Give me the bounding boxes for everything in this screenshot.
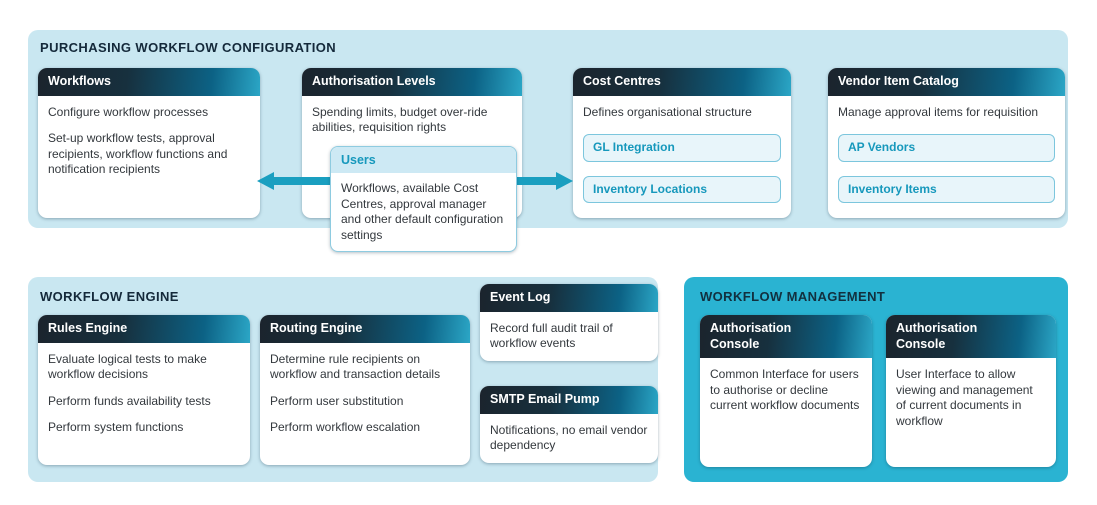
rules-engine-text-3: Perform system functions <box>48 420 184 435</box>
left-arrow-icon <box>257 172 274 190</box>
authorisation-console-1-title: Authorisation Console <box>710 321 792 351</box>
event-log-card-header: Event Log <box>480 284 658 312</box>
users-card-title: Users <box>341 153 376 167</box>
authorisation-console-2-header: Authorisation Console <box>886 315 1056 359</box>
users-text-1: Workflows, available Cost Centres, appro… <box>341 181 504 242</box>
rules-engine-text-1: Evaluate logical tests to make workflow … <box>48 351 207 382</box>
authorisation-console-2-title: Authorisation Console <box>896 321 978 351</box>
authorisation-levels-text-1: Spending limits, budget over-ride abilit… <box>312 104 488 135</box>
authorisation-levels-card: Authorisation Levels Spending limits, bu… <box>302 68 522 218</box>
workflow-management-title: WORKFLOW MANAGEMENT <box>700 289 886 304</box>
routing-engine-card: Routing Engine Determine rule recipients… <box>260 315 470 465</box>
authorisation-console-card-2: Authorisation Console User Interface to … <box>886 315 1056 467</box>
authorisation-levels-card-title: Authorisation Levels <box>312 74 436 88</box>
cost-centres-card-title: Cost Centres <box>583 74 661 88</box>
vendor-item-catalog-card-header: Vendor Item Catalog <box>828 68 1065 96</box>
vendor-item-catalog-card: Vendor Item Catalog Manage approval item… <box>828 68 1065 218</box>
left-arrow-line <box>273 177 332 185</box>
rules-engine-card-title: Rules Engine <box>48 321 128 335</box>
workflow-engine-title: WORKFLOW ENGINE <box>40 289 179 304</box>
purchasing-configuration-title: PURCHASING WORKFLOW CONFIGURATION <box>40 40 337 55</box>
inventory-locations-pill: Inventory Locations <box>583 175 781 204</box>
right-arrow-line <box>517 177 556 185</box>
routing-engine-card-title: Routing Engine <box>270 321 363 335</box>
event-log-card-body: Record full audit trail of workflow even… <box>480 312 658 361</box>
workflows-text-1: Configure workflow processes <box>48 104 209 119</box>
workflows-text-2: Set-up workflow tests, approval recipien… <box>48 131 228 177</box>
authorisation-levels-card-header: Authorisation Levels <box>302 68 522 96</box>
workflows-card-title: Workflows <box>48 74 111 88</box>
smtp-email-pump-card-body: Notifications, no email vendor dependenc… <box>480 414 658 463</box>
routing-engine-card-header: Routing Engine <box>260 315 470 343</box>
users-card: Users Workflows, available Cost Centres,… <box>330 146 517 253</box>
smtp-email-pump-card-title: SMTP Email Pump <box>490 392 600 406</box>
routing-engine-card-body: Determine rule recipients on workflow an… <box>260 343 470 445</box>
rules-engine-card-header: Rules Engine <box>38 315 250 343</box>
gl-integration-pill: GL Integration <box>583 134 781 162</box>
event-log-card: Event Log Record full audit trail of wor… <box>480 284 658 361</box>
authorisation-console-2-text: User Interface to allow viewing and mana… <box>896 367 1033 429</box>
rules-engine-card: Rules Engine Evaluate logical tests to m… <box>38 315 250 465</box>
workflows-card-body: Configure workflow processes Set-up work… <box>38 96 260 187</box>
event-log-card-title: Event Log <box>490 290 551 304</box>
event-log-text-1: Record full audit trail of workflow even… <box>490 320 613 351</box>
users-card-header: Users <box>331 147 516 173</box>
ap-vendors-pill: AP Vendors <box>838 134 1055 162</box>
vendor-item-catalog-card-title: Vendor Item Catalog <box>838 74 959 88</box>
rules-engine-card-body: Evaluate logical tests to make workflow … <box>38 343 250 445</box>
vendor-item-catalog-card-body: Manage approval items for requisition AP… <box>828 96 1065 213</box>
smtp-email-pump-card: SMTP Email Pump Notifications, no email … <box>480 386 658 463</box>
authorisation-console-card-1: Authorisation Console Common Interface f… <box>700 315 872 467</box>
cost-centres-text-1: Defines organisational structure <box>583 104 752 119</box>
authorisation-console-1-body: Common Interface for users to authorise … <box>700 358 872 423</box>
cost-centres-card-body: Defines organisational structure GL Inte… <box>573 96 791 213</box>
cost-centres-card-header: Cost Centres <box>573 68 791 96</box>
smtp-email-pump-card-header: SMTP Email Pump <box>480 386 658 414</box>
authorisation-console-2-body: User Interface to allow viewing and mana… <box>886 358 1056 438</box>
smtp-email-pump-text-1: Notifications, no email vendor dependenc… <box>490 422 648 453</box>
authorisation-levels-card-body: Spending limits, budget over-ride abilit… <box>302 96 522 145</box>
authorisation-console-1-header: Authorisation Console <box>700 315 872 359</box>
authorisation-console-1-text: Common Interface for users to authorise … <box>710 367 860 413</box>
workflows-card: Workflows Configure workflow processes S… <box>38 68 260 218</box>
workflows-card-header: Workflows <box>38 68 260 96</box>
routing-engine-text-2: Perform user substitution <box>270 393 404 408</box>
cost-centres-card: Cost Centres Defines organisational stru… <box>573 68 791 218</box>
users-card-body: Workflows, available Cost Centres, appro… <box>331 173 516 251</box>
vendor-item-catalog-text-1: Manage approval items for requisition <box>838 104 1039 119</box>
rules-engine-text-2: Perform funds availability tests <box>48 393 211 408</box>
routing-engine-text-3: Perform workflow escalation <box>270 420 421 435</box>
routing-engine-text-1: Determine rule recipients on workflow an… <box>270 351 441 382</box>
right-arrow-icon <box>556 172 573 190</box>
inventory-items-pill: Inventory Items <box>838 175 1055 204</box>
